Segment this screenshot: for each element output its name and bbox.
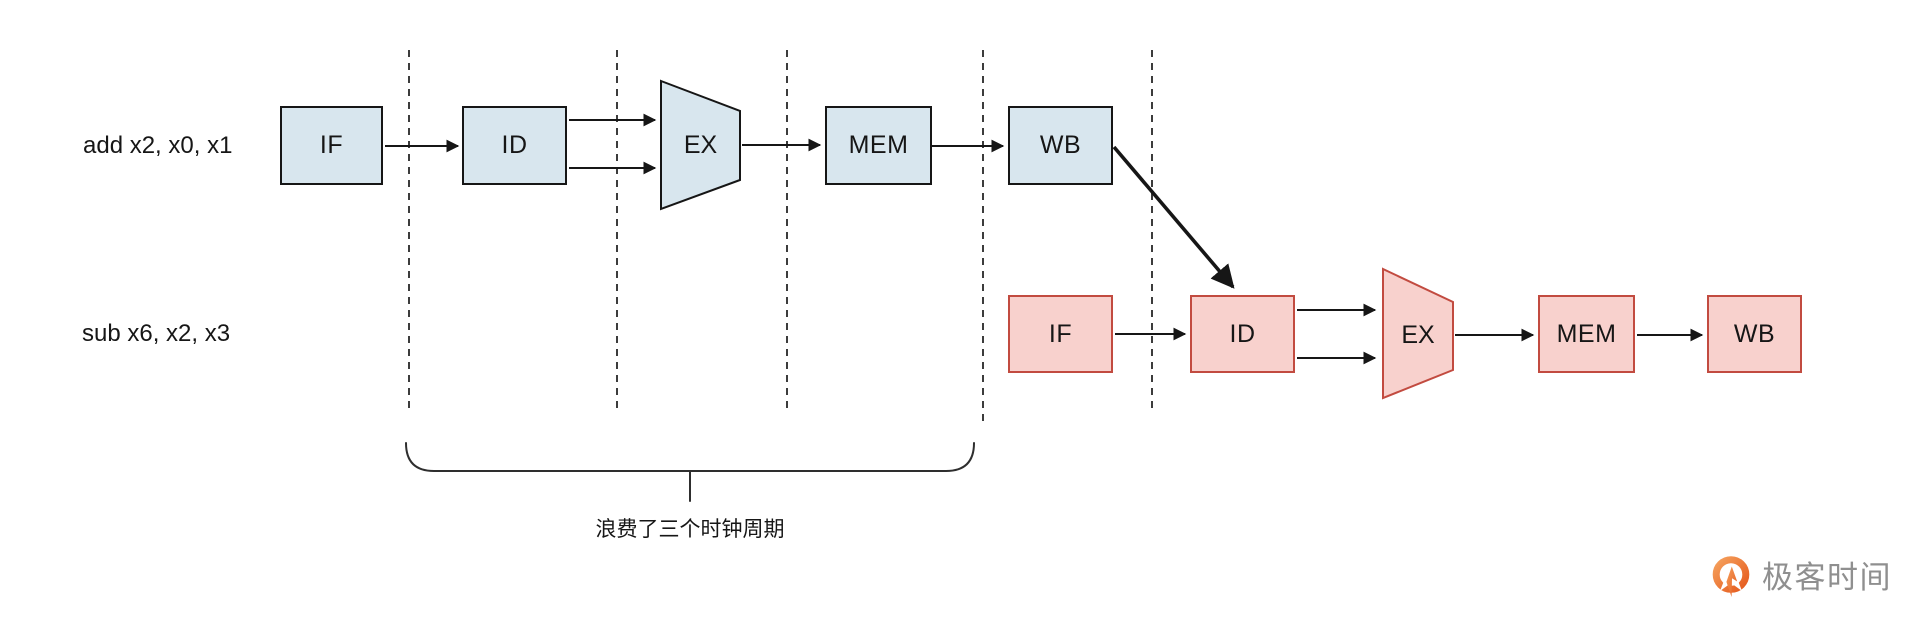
geektime-logo-text: 极客时间 <box>1762 560 1892 595</box>
instruction-label-add: add x2, x0, x1 <box>83 131 233 159</box>
stage-box-if-add: IF <box>280 106 383 185</box>
ex-stage-shape-sub <box>1382 267 1454 400</box>
stage-box-id-add: ID <box>462 106 567 185</box>
flow-arrows-add <box>385 113 1005 175</box>
pin-needle <box>1726 566 1738 597</box>
ex-stage-shape-add <box>660 79 741 211</box>
flow-arrows-sub <box>1115 303 1704 365</box>
instruction-label-sub: sub x6, x2, x3 <box>82 320 231 347</box>
stage-box-mem-sub: MEM <box>1538 295 1635 373</box>
stage-box-id-sub: ID <box>1190 295 1295 373</box>
stage-box-wb-sub: WB <box>1707 295 1802 373</box>
wasted-cycles-brace <box>405 442 975 502</box>
wasted-cycles-label: 浪费了三个时钟周期 <box>595 518 785 541</box>
stage-box-mem-add: MEM <box>825 106 932 185</box>
geektime-logo: 极客时间 <box>1711 555 1892 601</box>
clock-cycle-dividers <box>408 50 1153 425</box>
stage-box-wb-add: WB <box>1008 106 1113 185</box>
stage-box-if-sub: IF <box>1008 295 1113 373</box>
stage-label-ex-add: EX <box>683 131 718 159</box>
dependency-arrow <box>1112 145 1235 289</box>
geektime-pin-icon <box>1712 556 1750 597</box>
stage-label-ex-sub: EX <box>1401 320 1435 349</box>
